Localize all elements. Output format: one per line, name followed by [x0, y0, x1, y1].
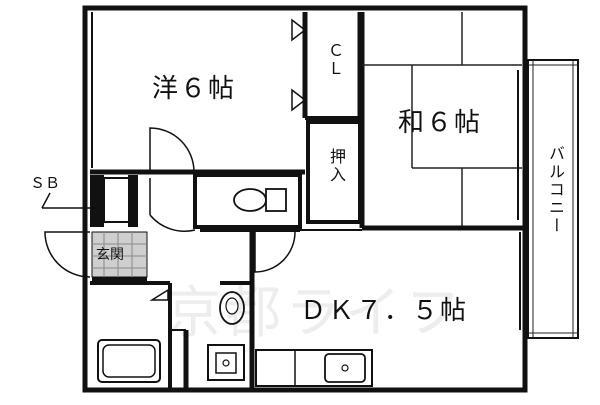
dk-door-swing	[254, 231, 296, 273]
outer-wall	[82, 5, 528, 393]
washbasin	[219, 291, 245, 325]
bathroom-walls	[90, 230, 255, 388]
western-room-door	[149, 127, 195, 173]
front-door-swing	[44, 231, 91, 278]
kitchen-counter	[255, 349, 373, 387]
genkan-tiles	[91, 231, 148, 283]
toilet-room	[193, 173, 302, 232]
bathtub	[97, 339, 161, 383]
entrance-block	[90, 175, 196, 232]
balcony	[527, 59, 579, 339]
genkan-label: 玄関	[96, 247, 124, 263]
oshiire-label: 押入	[327, 148, 346, 184]
japanese-room-label: 和６帖	[398, 108, 483, 138]
western-room-label: 洋６帖	[152, 74, 237, 104]
washing-machine-pan	[207, 344, 245, 381]
dk-label: ＤＫ７．５帖	[300, 296, 469, 326]
watermark: 京都ライフ	[165, 281, 465, 346]
sb-label: ＳＢ	[30, 174, 61, 192]
closet-label: ＣＬ	[325, 42, 344, 78]
balcony-label: バルコニー	[546, 145, 565, 235]
sb-leader-tick	[41, 192, 51, 209]
oshiire-walls	[306, 120, 362, 224]
